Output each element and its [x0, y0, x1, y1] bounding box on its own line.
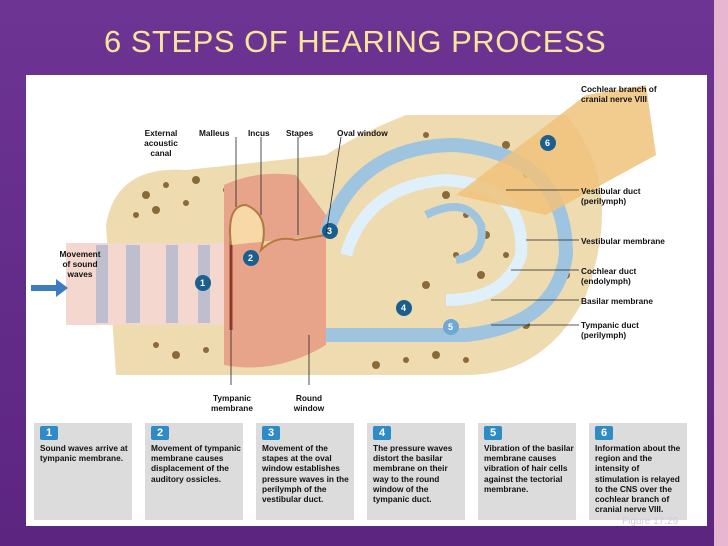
- middle-ear-tissue: [224, 173, 326, 368]
- step-badge: 2: [151, 426, 169, 440]
- step-text: The pressure waves distort the basilar m…: [373, 443, 453, 505]
- step-text: Movement of tympanic membrane causes dis…: [151, 443, 241, 484]
- label-vestibular-duct: Vestibular duct (perilymph): [581, 186, 641, 206]
- label-vestibular-membrane: Vestibular membrane: [581, 236, 665, 246]
- step-badge: 4: [373, 426, 391, 440]
- step-text: Vibration of the basilar membrane causes…: [484, 443, 574, 494]
- marker-3: 3: [327, 226, 333, 236]
- step-badge: 5: [484, 426, 502, 440]
- label-tympanic-duct: Tympanic duct (perilymph): [581, 320, 639, 340]
- step-badge: 3: [262, 426, 280, 440]
- cochlea-core: [424, 203, 486, 264]
- step-card-5: 5 Vibration of the basilar membrane caus…: [478, 423, 576, 520]
- label-stapes: Stapes: [286, 128, 314, 138]
- step-card-3: 3 Movement of the stapes at the oval win…: [256, 423, 354, 520]
- label-oval-window: Oval window: [337, 128, 388, 138]
- step-text: Information about the region and the int…: [595, 443, 681, 515]
- label-basilar-membrane: Basilar membrane: [581, 296, 653, 306]
- label-malleus: Malleus: [199, 128, 230, 138]
- marker-1: 1: [200, 278, 206, 288]
- step-badge: 6: [595, 426, 613, 440]
- marker-2: 2: [248, 253, 254, 263]
- step-badge: 1: [40, 426, 58, 440]
- label-cochlear-branch: Cochlear branch of cranial nerve VIII: [581, 84, 657, 104]
- label-external-canal: External acoustic canal: [144, 128, 178, 158]
- step-card-2: 2 Movement of tympanic membrane causes d…: [145, 423, 243, 520]
- side-stripe: [714, 0, 728, 546]
- label-incus: Incus: [248, 128, 270, 138]
- ear-diagram: [31, 85, 656, 385]
- marker-6: 6: [545, 138, 551, 148]
- slide-title: 6 STEPS OF HEARING PROCESS: [104, 24, 607, 59]
- step-text: Sound waves arrive at tympanic membrane.: [40, 443, 128, 464]
- leader-lines: [230, 136, 579, 385]
- label-sound-waves: Movement of sound waves: [59, 249, 101, 279]
- ossicles: [229, 203, 327, 254]
- figure-caption: Figure 17.29: [622, 516, 679, 527]
- label-round-window: Round window: [293, 393, 325, 413]
- step-card-4: 4 The pressure waves distort the basilar…: [367, 423, 465, 520]
- marker-4: 4: [401, 303, 407, 313]
- step-text: Movement of the stapes at the oval windo…: [262, 443, 349, 505]
- label-tympanic-membrane: Tympanic membrane: [211, 393, 253, 413]
- step-card-1: 1 Sound waves arrive at tympanic membran…: [34, 423, 132, 520]
- label-cochlear-duct: Cochlear duct (endolymph): [581, 266, 637, 286]
- marker-5: 5: [448, 322, 454, 332]
- ear-figure: 1 2 3 4 5 6 External acoustic canal Mall…: [26, 75, 707, 526]
- step-card-6: 6 Information about the region and the i…: [589, 423, 687, 520]
- sound-arrow: [31, 279, 68, 297]
- nerve-branch: [456, 85, 656, 215]
